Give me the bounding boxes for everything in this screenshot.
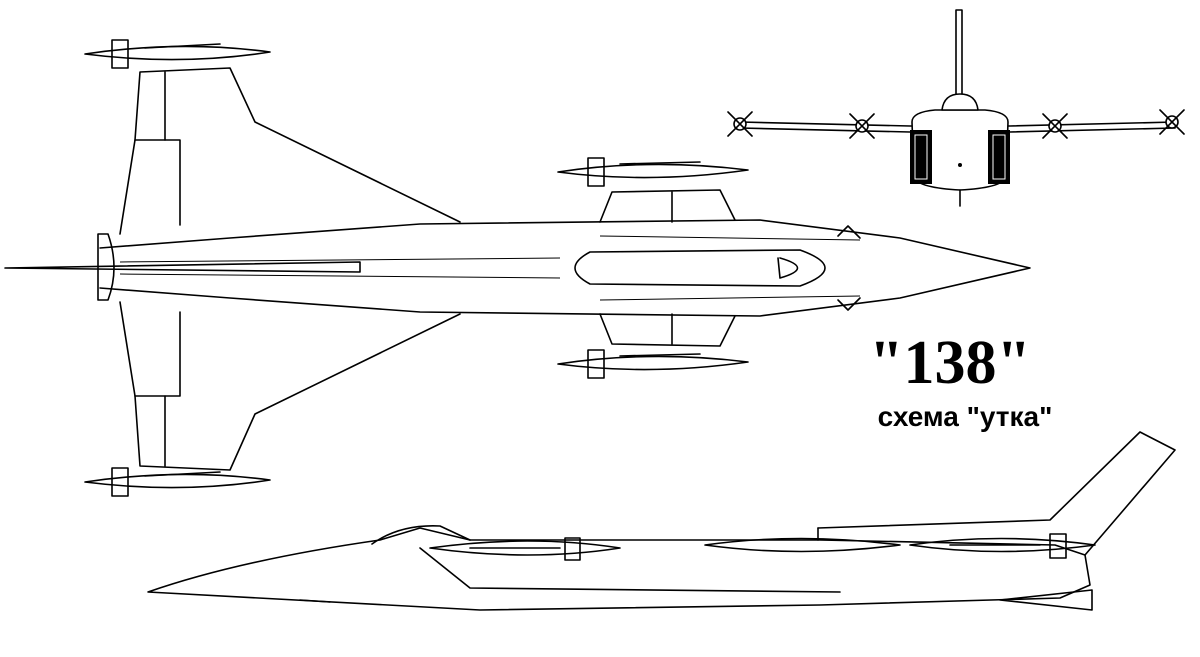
fuselage-top [99, 219, 1031, 317]
missile-side-2 [704, 537, 901, 553]
missile-canard-upper [557, 157, 749, 187]
top-view [4, 39, 1031, 497]
missile-wingtip-lower [84, 467, 271, 497]
wing-upper [119, 67, 461, 235]
missile-front-4 [1159, 109, 1185, 135]
vertical-tail [817, 431, 1176, 556]
front-view [727, 9, 1185, 207]
intake-left [910, 130, 932, 184]
nozzle [97, 233, 115, 301]
missile-side-3 [909, 533, 1096, 559]
wing-lower [119, 301, 461, 471]
drawing-subtitle: схема "утка" [877, 401, 1053, 432]
missile-front-2 [849, 113, 875, 139]
missile-wingtip-upper [84, 39, 271, 69]
missile-canard-lower [557, 349, 749, 379]
drawing-title: "138" [869, 329, 1031, 397]
missile-front-1 [727, 111, 753, 137]
cockpit-canopy [574, 249, 826, 287]
intake-right [988, 130, 1010, 184]
ventral-fin [999, 589, 1093, 611]
canard-lower [599, 313, 736, 347]
fuselage-side [147, 527, 1091, 611]
side-view [147, 431, 1176, 611]
missile-side-1 [429, 537, 621, 561]
tail-spike [4, 261, 361, 273]
canard-upper [599, 189, 736, 223]
canopy-side [371, 525, 471, 545]
missile-front-3 [1042, 113, 1068, 139]
